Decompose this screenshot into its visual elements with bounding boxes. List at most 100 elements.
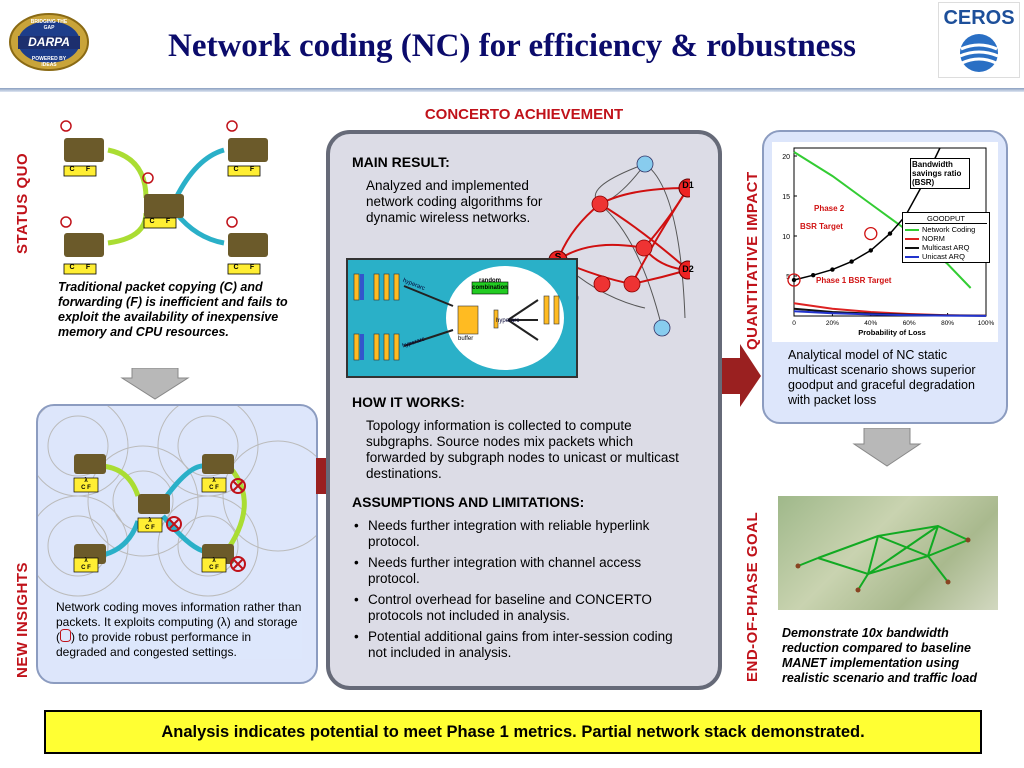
legend-label: Network Coding: [922, 225, 976, 234]
node-d1-label: D1: [682, 180, 694, 190]
buffer-diagram: [353, 273, 560, 361]
legend-swatch: [905, 255, 919, 258]
legend-title: GOODPUT: [905, 214, 987, 224]
bsr-point: [868, 248, 873, 253]
how-it-works-text: Topology information is collected to com…: [366, 418, 679, 481]
legend-swatch: [905, 246, 919, 249]
legend-entry: NORM: [905, 234, 987, 243]
y-tick-label: 15: [782, 194, 790, 201]
x-tick-label: 100%: [978, 320, 995, 327]
phase1-target-marker: [787, 273, 801, 287]
node-s-label: S: [550, 252, 566, 263]
main-result-text: Analyzed and implemented network coding …: [366, 178, 543, 225]
node-internals-inset: random combination hyperarc hyperarc hyp…: [346, 258, 578, 378]
list-item: Potential additional gains from inter-se…: [354, 629, 692, 661]
main-result-header: MAIN RESULT:: [352, 154, 450, 170]
series-line: [793, 310, 987, 317]
quantitative-impact-label: QUANTITATIVE IMPACT: [744, 171, 761, 350]
ceros-logo-text: CEROS: [943, 7, 1015, 29]
status-quo-label: STATUS QUO: [14, 152, 31, 254]
bsr-label: Bandwidth savings ratio (BSR): [910, 158, 970, 189]
darpa-logo-top-text: BRIDGING THE GAP: [30, 19, 68, 31]
random-combination-label: random combination: [472, 278, 508, 291]
concerto-header: CONCERTO ACHIEVEMENT: [424, 106, 624, 123]
storage-cylinder-icon: [60, 629, 71, 642]
hyperarc-label-3: hyperarc: [496, 318, 520, 324]
list-item: Control overhead for baseline and CONCER…: [354, 592, 692, 624]
quantitative-caption: Analytical model of NC static multicast …: [788, 348, 976, 407]
legend-swatch: [905, 228, 919, 231]
right-arrow-icon: [722, 344, 761, 407]
bsr-point: [887, 231, 893, 236]
end-of-phase-caption: Demonstrate 10x bandwidth reduction comp…: [782, 626, 977, 685]
page-title: Network coding (NC) for efficiency & rob…: [167, 28, 857, 64]
down-arrow-icon: [852, 428, 922, 467]
new-insights-label: NEW INSIGHTS: [14, 561, 31, 678]
new-insights-caption: Network coding moves information rather …: [56, 600, 302, 659]
status-quo-caption: Traditional packet copying (C) and forwa…: [58, 280, 288, 339]
new-insights-diagram: [38, 406, 316, 597]
status-quo-diagram: [60, 120, 268, 275]
bsr-point: [849, 259, 854, 264]
assumptions-header: ASSUMPTIONS AND LIMITATIONS:: [352, 494, 585, 510]
x-axis-label: Probability of Loss: [858, 328, 926, 337]
bsr-point: [830, 267, 835, 272]
header-divider: [0, 88, 1024, 92]
y-tick-label: 20: [782, 154, 790, 161]
darpa-logo: BRIDGING THE GAP DARPA POWERED BY IDEAS: [8, 12, 90, 72]
radio-node: [64, 138, 268, 257]
series-line: [793, 151, 972, 289]
node-d2-label: D2: [682, 264, 694, 274]
globe-icon: [959, 34, 999, 72]
darpa-logo-bottom-text: POWERED BY IDEAS: [31, 56, 67, 68]
legend-entry: Network Coding: [905, 225, 987, 234]
bsr-target-label: BSR Target: [800, 222, 843, 231]
legend-entry: Multicast ARQ: [905, 243, 987, 252]
network-overlay: [795, 524, 971, 593]
legend-label: Unicast ARQ: [922, 252, 965, 261]
end-of-phase-goal-label: END-OF-PHASE GOAL: [744, 511, 761, 682]
terrain-map-image: [778, 496, 998, 610]
how-it-works-header: HOW IT WORKS:: [352, 394, 465, 410]
buffer-label: buffer: [458, 336, 474, 342]
bsr-point: [791, 277, 797, 283]
y-tick-label: 10: [782, 234, 790, 241]
legend-entry: Unicast ARQ: [905, 252, 987, 261]
phase1-label: Phase 1 BSR Target: [816, 276, 892, 285]
x-tick-label: 20%: [826, 320, 839, 327]
legend-swatch: [905, 237, 919, 240]
assumptions-list: Needs further integration with reliable …: [354, 518, 692, 666]
bsr-point: [811, 273, 816, 278]
phase2-label: Phase 2: [814, 204, 845, 213]
x-tick-label: 40%: [864, 320, 877, 327]
x-tick-label: 60%: [903, 320, 916, 327]
list-item: Needs further integration with channel a…: [354, 555, 692, 587]
list-item: Needs further integration with reliable …: [354, 518, 692, 550]
legend-label: NORM: [922, 234, 945, 243]
x-tick-label: 0: [792, 320, 796, 327]
legend-label: Multicast ARQ: [922, 243, 970, 252]
darpa-logo-text: DARPA: [28, 35, 70, 49]
concerto-panel: MAIN RESULT: Analyzed and implemented ne…: [326, 130, 722, 690]
down-arrow-icon: [120, 368, 190, 400]
bottom-banner: Analysis indicates potential to meet Pha…: [44, 710, 982, 754]
phase2-target-marker: [864, 226, 878, 241]
x-tick-label: 80%: [941, 320, 954, 327]
ceros-logo: CEROS: [938, 2, 1020, 78]
